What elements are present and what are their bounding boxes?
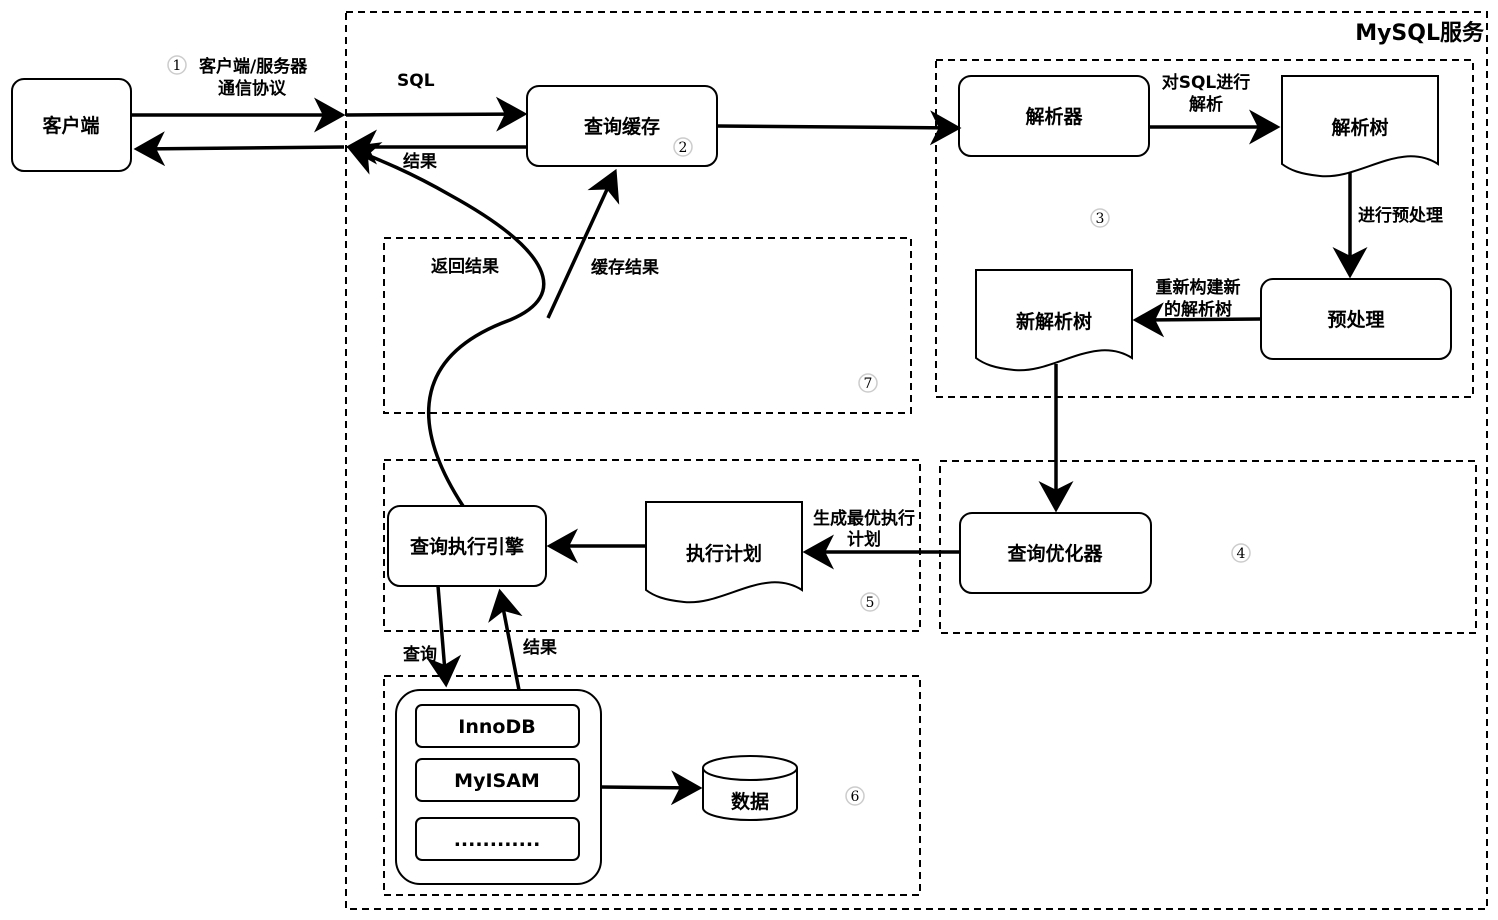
- preprocess-edge-label: 进行预处理: [1358, 205, 1443, 226]
- svg-text:5: 5: [866, 595, 875, 611]
- mysql-service-title: MySQL服务: [1355, 21, 1485, 46]
- sql-label: SQL: [397, 71, 435, 91]
- parse-sql-label-line2: 解析: [1189, 94, 1223, 115]
- execution-engine-node[interactable]: 查询执行引擎: [387, 505, 547, 587]
- engine-innodb-label: InnoDB: [458, 716, 535, 738]
- step-badge-3: 3: [1090, 208, 1110, 228]
- rebuild-label-line1: 重新构建新: [1156, 277, 1241, 298]
- gen-plan-label-line2: 计划: [847, 529, 881, 550]
- execution-engine-label: 查询执行引擎: [409, 535, 524, 558]
- return-result-label: 返回结果: [431, 256, 499, 277]
- storage-result-arrow: [488, 588, 523, 691]
- svg-text:2: 2: [679, 140, 688, 156]
- step-badge-7: 7: [858, 373, 878, 393]
- step-badge-4: 4: [1231, 543, 1251, 563]
- rebuild-label-line2: 的解析树: [1164, 299, 1232, 320]
- cache-result-label: 缓存结果: [591, 257, 659, 278]
- execution-plan-label: 执行计划: [686, 542, 762, 565]
- optimizer-node[interactable]: 查询优化器: [959, 512, 1152, 594]
- preprocess-label: 预处理: [1327, 308, 1384, 331]
- optimizer-label: 查询优化器: [1006, 542, 1103, 565]
- new-parse-tree-label: 新解析树: [1016, 310, 1092, 333]
- cache-to-parser-arrow: [716, 110, 962, 146]
- data-label: 数据: [731, 790, 769, 813]
- svg-text:7: 7: [864, 376, 873, 392]
- new-parse-tree-node[interactable]: 新解析树: [975, 269, 1133, 372]
- preprocess-node[interactable]: 预处理: [1260, 278, 1452, 360]
- engine-other-label: ............: [454, 829, 541, 851]
- engine-innodb[interactable]: InnoDB: [415, 704, 580, 748]
- step-badge-2: 2: [673, 137, 693, 157]
- storage-engine-region: [383, 675, 921, 896]
- step-badge-5: 5: [860, 592, 880, 612]
- client-label: 客户端: [42, 114, 99, 137]
- gen-plan-label-line1: 生成最优执行: [813, 508, 915, 529]
- parse-tree-node[interactable]: 解析树: [1281, 75, 1439, 178]
- cache-result-region: [383, 237, 912, 414]
- client-node[interactable]: 客户端: [11, 78, 132, 172]
- parse-sql-label-line1: 对SQL进行: [1162, 72, 1251, 93]
- mysql-service-boundary: [345, 11, 1488, 910]
- preprocess-to-newtree-arrow: [1132, 302, 1262, 338]
- cache-result-store-arrow: [546, 168, 620, 319]
- storage-to-data-arrow: [600, 770, 703, 806]
- svg-text:4: 4: [1237, 546, 1246, 562]
- result-label-bottom: 结果: [523, 637, 557, 658]
- execution-region: [383, 459, 921, 632]
- return-result-curve: [346, 142, 546, 507]
- query-cache-label: 查询缓存: [583, 115, 660, 138]
- server-to-client-arrow: [133, 131, 345, 167]
- optimizer-region: [939, 460, 1477, 634]
- protocol-label-line2: 通信协议: [218, 78, 287, 99]
- query-label: 查询: [402, 644, 437, 665]
- parse-region: [935, 59, 1474, 398]
- step-badge-6: 6: [845, 786, 865, 806]
- engine-myisam[interactable]: MyISAM: [415, 758, 580, 802]
- data-storage-node[interactable]: 数据: [702, 755, 798, 821]
- svg-text:1: 1: [173, 58, 182, 74]
- execution-plan-node[interactable]: 执行计划: [645, 501, 803, 604]
- engine-query-arrow: [426, 585, 462, 688]
- storage-engines-container: InnoDB MyISAM ............: [395, 689, 602, 885]
- protocol-label-line1: 客户端/服务器: [198, 56, 308, 77]
- engine-myisam-label: MyISAM: [454, 770, 540, 792]
- result-label-top: 结果: [403, 151, 437, 172]
- parse-tree-label: 解析树: [1331, 116, 1388, 139]
- parser-node[interactable]: 解析器: [958, 75, 1150, 157]
- svg-text:3: 3: [1096, 211, 1105, 227]
- sql-to-cache-arrow: [345, 96, 528, 132]
- engine-other[interactable]: ............: [415, 817, 580, 861]
- step-badge-1: 1: [167, 55, 187, 75]
- parser-label: 解析器: [1025, 105, 1083, 128]
- svg-text:6: 6: [851, 789, 860, 805]
